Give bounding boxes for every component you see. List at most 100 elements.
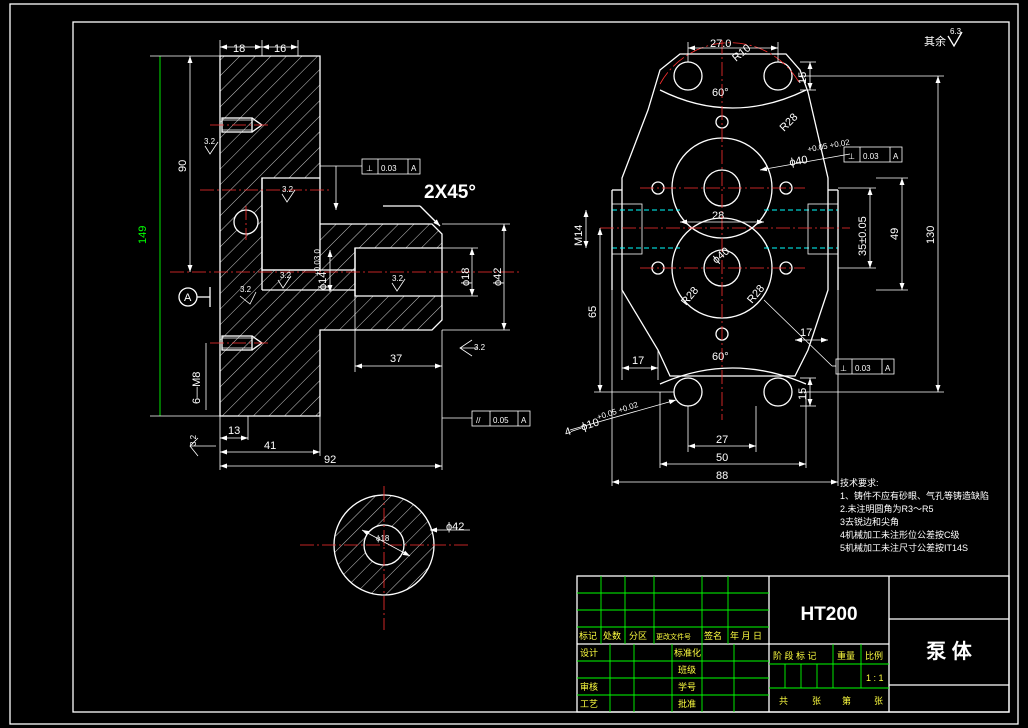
tol-frame-perp-front-2: ⊥ 0.03 A [763, 299, 895, 375]
tol-perp-left-symbol: ⊥ [366, 164, 373, 173]
dim-65: 65 [587, 306, 599, 318]
tb-shenhe: 审核 [580, 681, 598, 692]
section-bc: ϕ18 ϕ42 [300, 486, 470, 630]
tb-sheji: 设计 [580, 647, 598, 658]
section-dimensions: 18 16 149 90 6—M8 13 41 92 37 ϕ18 [137, 40, 510, 470]
dim-d42: ϕ42 [492, 268, 504, 286]
tb-di: 第 [842, 695, 851, 706]
front-dimensions: 27.0 R10 60° R28 15 ϕ40 +0.05 +0.02 28 M… [563, 38, 944, 486]
dim-90: 90 [177, 160, 189, 172]
tol-frame-perp-front-1: ⊥ 0.03 A [843, 146, 903, 163]
dim-d14-tol: +0.03 0 [313, 249, 322, 276]
note-line-2: 2.未注明圆角为R3～R5 [840, 503, 934, 514]
tol-front1-symbol: ⊥ [848, 152, 855, 161]
dim-16: 16 [274, 43, 286, 55]
dim-35: 35±0.05 [857, 216, 869, 256]
title-block: HT200 泵 体 标记 处数 分区 更改文件号 签名 年 月 日 设计 审核 … [576, 575, 1010, 713]
dim-d14: ϕ14 [317, 272, 329, 290]
tb-zhang1: 张 [812, 696, 821, 706]
dim-d40: ϕ40 [788, 154, 808, 169]
datum-a-letter: A [184, 292, 192, 304]
section-view [170, 55, 520, 417]
roughness-label: 其余 [924, 34, 946, 48]
note-line-3: 3去锐边和尖角 [840, 516, 899, 527]
roughness-2: 3.2 [282, 185, 294, 194]
tol-frame-perp-left: ⊥ 0.03 A [320, 158, 421, 210]
dim-4-d10: 4—ϕ10 [563, 416, 600, 438]
chamfer-text: 2X45° [424, 182, 476, 203]
material: HT200 [800, 604, 857, 625]
notes-title: 技术要求: [840, 477, 879, 488]
datum-a: A [178, 287, 211, 307]
part-name: 泵 体 [926, 639, 973, 663]
dim-88: 88 [716, 470, 728, 482]
bc-d18: ϕ18 [376, 534, 390, 543]
roughness-7: 3.2 [189, 434, 198, 446]
tb-banji: 班级 [678, 664, 696, 675]
tol-parallel-value: 0.05 [493, 416, 509, 425]
dim-60-bottom: 60° [712, 351, 729, 363]
note-line-5: 5机械加工未注尺寸公差按IT14S [840, 542, 968, 553]
dim-6-m8: 6—M8 [191, 372, 203, 404]
dim-13: 13 [228, 425, 240, 437]
chamfer-note: 2X45° [383, 182, 476, 227]
tb-pizhun: 批准 [678, 698, 696, 709]
dim-18: 18 [233, 43, 245, 55]
note-line-1: 1、铸件不应有砂眼、气孔等铸造缺陷 [840, 490, 989, 501]
roughness-3: 3.2 [240, 285, 252, 294]
dim-28: 28 [712, 210, 724, 222]
dim-d18: ϕ18 [460, 268, 472, 286]
dim-60-top: 60° [712, 87, 729, 99]
roughness-6: 3.2 [474, 343, 486, 352]
dim-4-d10-tol: +0.05 +0.02 [596, 400, 640, 422]
tol-perp-left-datum: A [411, 164, 417, 173]
tol-parallel-datum: A [521, 416, 527, 425]
dim-27-bottom: 27 [716, 434, 728, 446]
dim-37: 37 [390, 353, 402, 365]
tol-front2-datum: A [885, 364, 891, 373]
tb-qianming: 签名 [704, 630, 722, 641]
dim-27-top: 27.0 [710, 38, 731, 50]
section-roughness: 3.2 3.2 3.2 3.2 3.2 3.2 3.2 [189, 137, 486, 457]
dim-49: 49 [889, 228, 901, 240]
tb-gengai: 更改文件号 [656, 632, 691, 641]
roughness-other: 其余 6.3 [924, 27, 963, 48]
technical-notes: 技术要求: 1、铸件不应有砂眼、气孔等铸造缺陷 2.未注明圆角为R3～R5 3去… [840, 477, 989, 553]
tol-front2-symbol: ⊥ [840, 364, 847, 373]
tb-jieduan: 阶 段 标 记 [773, 650, 817, 661]
tb-gong: 共 [779, 696, 788, 706]
tb-zhongliang: 重量 [837, 650, 855, 661]
tb-bili: 比例 [865, 650, 883, 661]
tb-xuehao: 学号 [678, 681, 696, 692]
tol-frame-parallel: // 0.05 A [442, 410, 531, 427]
bc-d42: ϕ42 [446, 521, 464, 533]
tb-biaozhun: 标准化 [674, 647, 701, 658]
dim-17-left: 17 [632, 355, 644, 367]
dim-15-top: 15 [797, 72, 809, 84]
tol-front1-value: 0.03 [863, 152, 879, 161]
front-view [600, 40, 850, 420]
tb-biaoji: 标记 [579, 630, 597, 641]
roughness-1: 3.2 [204, 137, 216, 146]
dim-m14: M14 [573, 225, 585, 246]
tb-chushu: 处数 [603, 630, 621, 641]
dim-149: 149 [137, 226, 149, 244]
roughness-5: 3.2 [392, 274, 404, 283]
dim-r28-b: R28 [745, 283, 767, 306]
tb-fenqu: 分区 [629, 631, 647, 641]
dim-15-bottom: 15 [797, 388, 809, 400]
tb-zhang2: 张 [874, 696, 883, 706]
section-hatch [219, 55, 443, 417]
dim-41: 41 [264, 440, 276, 452]
tb-nianyueri: 年 月 日 [730, 630, 762, 641]
tb-scale: 1 : 1 [866, 673, 884, 683]
dim-r28-a: R28 [679, 285, 701, 308]
dim-92: 92 [324, 454, 336, 466]
tol-front2-value: 0.03 [855, 364, 871, 373]
tol-perp-left-value: 0.03 [381, 164, 397, 173]
note-line-4: 4机械加工未注形位公差按C级 [840, 529, 960, 540]
dim-r28-top: R28 [778, 111, 801, 134]
dim-d40-b: ϕ40 [710, 245, 732, 266]
tol-front1-datum: A [893, 152, 899, 161]
